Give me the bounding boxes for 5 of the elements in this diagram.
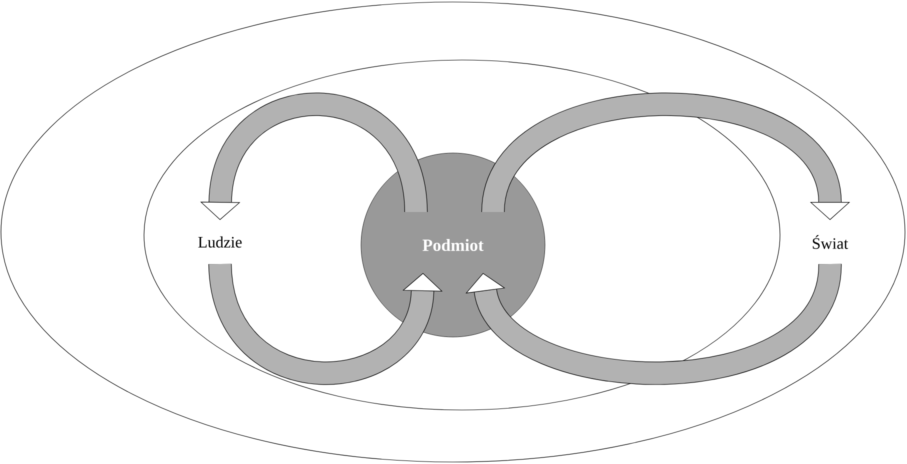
ellipse — [144, 60, 780, 410]
ribbon-arrow — [466, 262, 842, 385]
node-label: Ludzie — [198, 236, 242, 248]
ribbon-arrow — [482, 92, 850, 220]
node-label: Świat — [812, 235, 848, 249]
